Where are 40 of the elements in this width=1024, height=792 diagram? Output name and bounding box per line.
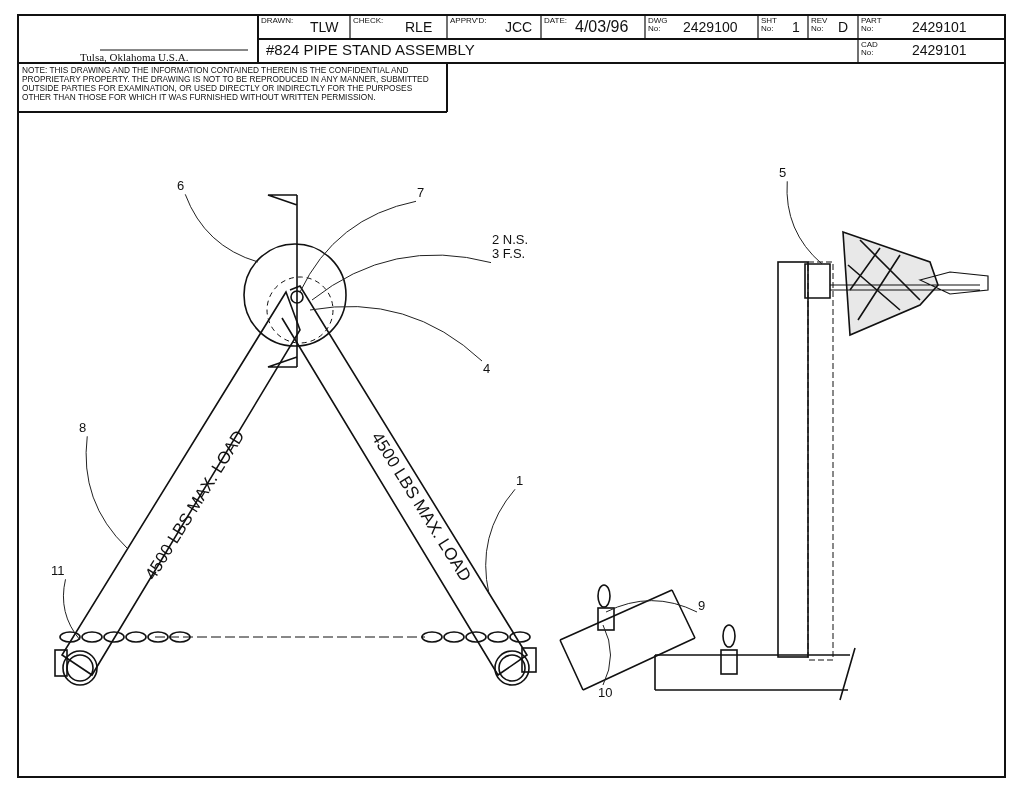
leader-line bbox=[605, 600, 698, 613]
field-value: JCC bbox=[505, 20, 533, 36]
leader-line bbox=[786, 180, 823, 265]
field-label: APPRV'D: bbox=[450, 17, 488, 25]
leader-line bbox=[602, 624, 611, 686]
callout-number: 1 bbox=[515, 473, 525, 490]
field-label: CHECK: bbox=[353, 17, 381, 25]
field-value: 2429101 bbox=[912, 20, 967, 36]
leader-line bbox=[311, 254, 492, 301]
field-value: RLE bbox=[405, 20, 433, 36]
callout-number: 7 bbox=[416, 185, 426, 202]
field-label: SHT No: bbox=[761, 17, 778, 33]
field-value: TLW bbox=[310, 20, 339, 36]
leader-line bbox=[85, 435, 128, 549]
leader-line bbox=[184, 193, 259, 263]
callout-number: 9 bbox=[697, 598, 707, 615]
leader-line bbox=[309, 306, 483, 362]
field-label: DWG No: bbox=[648, 17, 669, 33]
field-value: 1 bbox=[792, 20, 800, 36]
callout-number: 8 bbox=[78, 420, 88, 437]
address-text: Tulsa, Oklahoma U.S.A. bbox=[80, 51, 189, 64]
field-value: D bbox=[838, 20, 849, 36]
callout-number: 11 bbox=[50, 563, 66, 580]
leader-line bbox=[299, 200, 417, 293]
leader-line bbox=[485, 488, 516, 595]
field-label: DATE: bbox=[544, 17, 568, 25]
drawing-title: #824 PIPE STAND ASSEMBLY bbox=[266, 42, 475, 59]
leader-line bbox=[62, 578, 81, 641]
confidentiality-note: NOTE: THIS DRAWING AND THE INFORMATION CONTAINED THEREIN IS THE CONFIDENTIAL AND PROPRIETARY PROPERTY. THE DRAWING IS NOT TO BE REPRODUCED IN ANY MANNER, SUBMITTED OUTSIDE PARTIES FOR EXAMINATION, OR USED DIRECTLY OR INDIRECTLY FOR THE PURPOSES OTHER THAN THOSE FOR WHICH IT WAS FURNISHED WITHOUT WRITTEN PERMISSION. bbox=[22, 66, 430, 103]
field-value: 2429101 bbox=[912, 43, 967, 59]
callout-number: 5 bbox=[778, 165, 788, 182]
field-value: 2429100 bbox=[683, 20, 738, 36]
field-value: 4/03/96 bbox=[575, 18, 629, 36]
callout-number: 6 bbox=[176, 178, 186, 195]
callout-number: 2 N.S. 3 F.S. bbox=[491, 232, 533, 263]
callout-number: 10 bbox=[597, 685, 614, 702]
field-label: CAD No: bbox=[861, 41, 879, 57]
field-label: REV No: bbox=[811, 17, 829, 33]
field-label: PART No: bbox=[861, 17, 883, 33]
callout-number: 4 bbox=[482, 361, 492, 378]
